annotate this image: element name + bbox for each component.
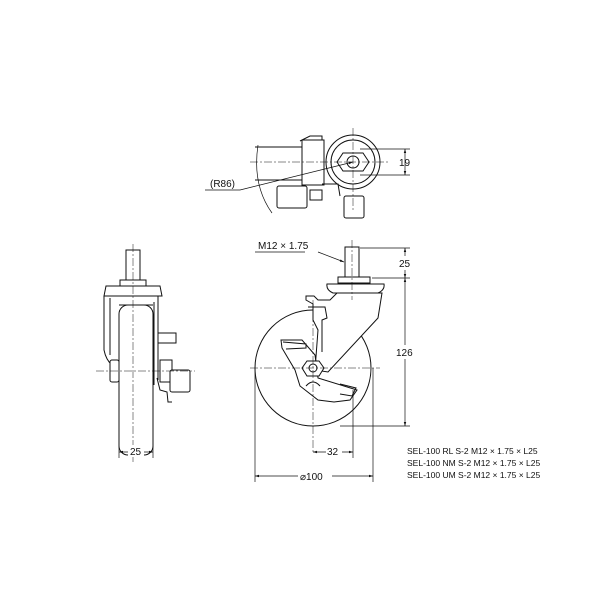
top-height-dim: 19 bbox=[399, 158, 411, 169]
spec-line: SEL-100 NM S-2 M12 × 1.75 × L25 bbox=[407, 458, 541, 468]
side-view bbox=[96, 244, 195, 462]
spec-line: SEL-100 RL S-2 M12 × 1.75 × L25 bbox=[407, 446, 538, 456]
offset-dim: 32 bbox=[327, 447, 339, 458]
spec-line: SEL-100 UM S-2 M12 × 1.75 × L25 bbox=[407, 470, 541, 480]
radius-label: (R86) bbox=[210, 179, 235, 190]
front-view bbox=[250, 240, 410, 482]
spec-list: SEL-100 RL S-2 M12 × 1.75 × L25 SEL-100 … bbox=[407, 446, 541, 480]
side-width-dim: 25 bbox=[130, 447, 142, 458]
radius-arc bbox=[256, 144, 273, 214]
stem-length-dim: 25 bbox=[399, 259, 411, 270]
diameter-dim: ⌀100 bbox=[300, 472, 323, 483]
thread-label: M12 × 1.75 bbox=[258, 241, 309, 252]
top-view bbox=[205, 128, 410, 219]
height-dim: 126 bbox=[396, 348, 413, 359]
